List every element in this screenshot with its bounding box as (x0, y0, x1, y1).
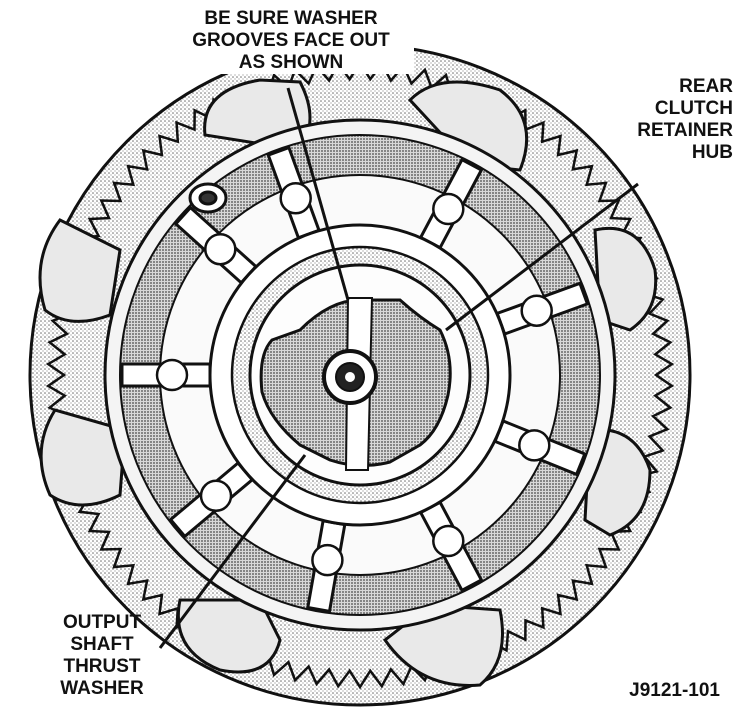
callout-hub-line-1: REAR (679, 76, 733, 97)
callout-washer-line-4: WASHER (60, 678, 144, 699)
spoke-boss (432, 524, 465, 558)
callout-washer-grooves-line-3: AS SHOWN (238, 52, 344, 73)
spoke-boss (279, 182, 312, 215)
spoke-boss (518, 429, 551, 462)
callout-washer-line-3: THRUST (63, 656, 141, 677)
spoke-boss (311, 543, 344, 577)
spoke-boss (432, 192, 465, 226)
spoke-boss (520, 294, 553, 327)
callout-rear-clutch-retainer-hub: REAR CLUTCH RETAINER HUB (586, 76, 736, 164)
spoke-bosses (155, 182, 553, 577)
bleed-fitting (188, 182, 228, 214)
callout-hub-line-4: HUB (691, 142, 733, 163)
callout-output-shaft-thrust-washer: OUTPUT SHAFT THRUST WASHER (40, 612, 164, 700)
leader-lines (158, 87, 639, 649)
callout-washer-line-2: SHAFT (70, 634, 134, 655)
callout-washer-grooves-line-2: GROOVES FACE OUT (192, 30, 390, 51)
spoke-boss (199, 479, 233, 513)
callout-washer-line-1: OUTPUT (62, 612, 142, 633)
figure-code: J9121-101 (629, 680, 720, 701)
callout-washer-grooves: BE SURE WASHER GROOVES FACE OUT AS SHOWN (168, 8, 414, 74)
spoke-boss (204, 232, 237, 266)
spoke-boss (155, 358, 189, 392)
callout-washer-grooves-line-1: BE SURE WASHER (204, 8, 378, 29)
callout-hub-line-2: CLUTCH (654, 98, 733, 119)
callout-hub-line-3: RETAINER (637, 120, 733, 141)
